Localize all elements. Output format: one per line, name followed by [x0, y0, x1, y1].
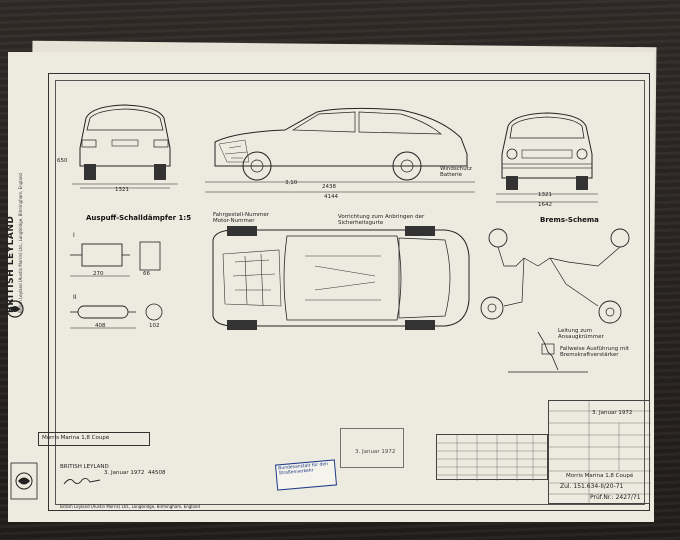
british-leyland-vertical-address: British Leyland (Austin Morris) Ltd., Lo… [18, 173, 23, 313]
company-name-bottom: BRITISH LEYLAND [60, 464, 109, 470]
exhaust-dim-2: 408 [95, 323, 106, 329]
address-bottom: British Leyland (Austin Morris) Ltd., Lo… [60, 504, 200, 509]
brake-schema-drawing [480, 228, 630, 373]
model-name-box: Morris Marina 1,8 Coupé [38, 432, 150, 446]
authority-stamp-text: Bundesanstalt für den Straßenverkehr [278, 462, 329, 477]
title-date: 3. Januar 1972 [592, 410, 633, 416]
authority-stamp: Bundesanstalt für den Straßenverkehr [274, 459, 338, 491]
exhaust-dim-3: 66 [143, 271, 150, 277]
plan-view-drawing [212, 226, 470, 330]
date-stamp-text: 3. Januar 1972 [355, 449, 396, 455]
side-wheelbase-dim: 2438 [322, 184, 336, 190]
plan-label-engine: Motor-Nummer [213, 218, 255, 224]
exhaust-dim-4: 102 [149, 323, 160, 329]
leyland-logo-bottom-icon [10, 462, 38, 500]
drawing-inner-frame [55, 80, 645, 505]
date-bottom-left: 3. Januar 1972 [104, 470, 145, 476]
title-model: Morris Marina 1,8 Coupé [566, 473, 634, 479]
exhaust-dim-1: 270 [93, 271, 104, 277]
brake-note-2: Fallweise Ausführung mit Bremskraftverst… [560, 346, 630, 358]
side-length-dim: 4144 [324, 194, 338, 200]
brake-note-1: Leitung zum Ansaugkrümmer [558, 328, 604, 340]
brake-section-title: Brems-Schema [540, 216, 599, 224]
signature-icon [63, 477, 101, 485]
title-pruef: Prüf.Nr.: 2427/71 [590, 494, 641, 501]
rear-width-dim: 1321 [115, 187, 129, 193]
side-small-dim: 3,10 [285, 180, 298, 186]
rear-view-drawing [72, 104, 178, 189]
front-view-drawing [496, 112, 598, 203]
exhaust-mark-2: II [73, 294, 77, 301]
model-name-text: Morris Marina 1,8 Coupé [42, 435, 110, 441]
exhaust-section-title: Auspuff-Schalldämpfer 1:5 [86, 214, 192, 222]
side-view-drawing [205, 107, 475, 193]
drawing-frame [48, 73, 650, 511]
front-track-dim: 1321 [538, 192, 552, 198]
title-block [548, 400, 651, 505]
leyland-logo-icon [6, 300, 24, 318]
plan-label-chassis: Fahrgestell-Nummer [213, 212, 269, 218]
front-width-dim: 1642 [538, 202, 552, 208]
title-zul: Zul. 151.634-II/20-71 [560, 483, 624, 490]
side-label-2: Batterie [440, 172, 463, 178]
exhaust-silencer-drawings [70, 241, 163, 329]
exhaust-mark-1: I [73, 232, 75, 239]
rear-height-dim: 650 [57, 158, 68, 164]
revision-table [436, 434, 549, 481]
british-leyland-vertical-title: BRITISH LEYLAND [6, 215, 16, 313]
plan-label-seatbelt: Vorrichtung zum Anbringen der Sicherheit… [338, 214, 425, 226]
side-label-1: Windschutz [440, 166, 472, 172]
document-number: 44508 [148, 470, 166, 476]
date-stamp-box: 3. Januar 1972 [340, 428, 404, 468]
